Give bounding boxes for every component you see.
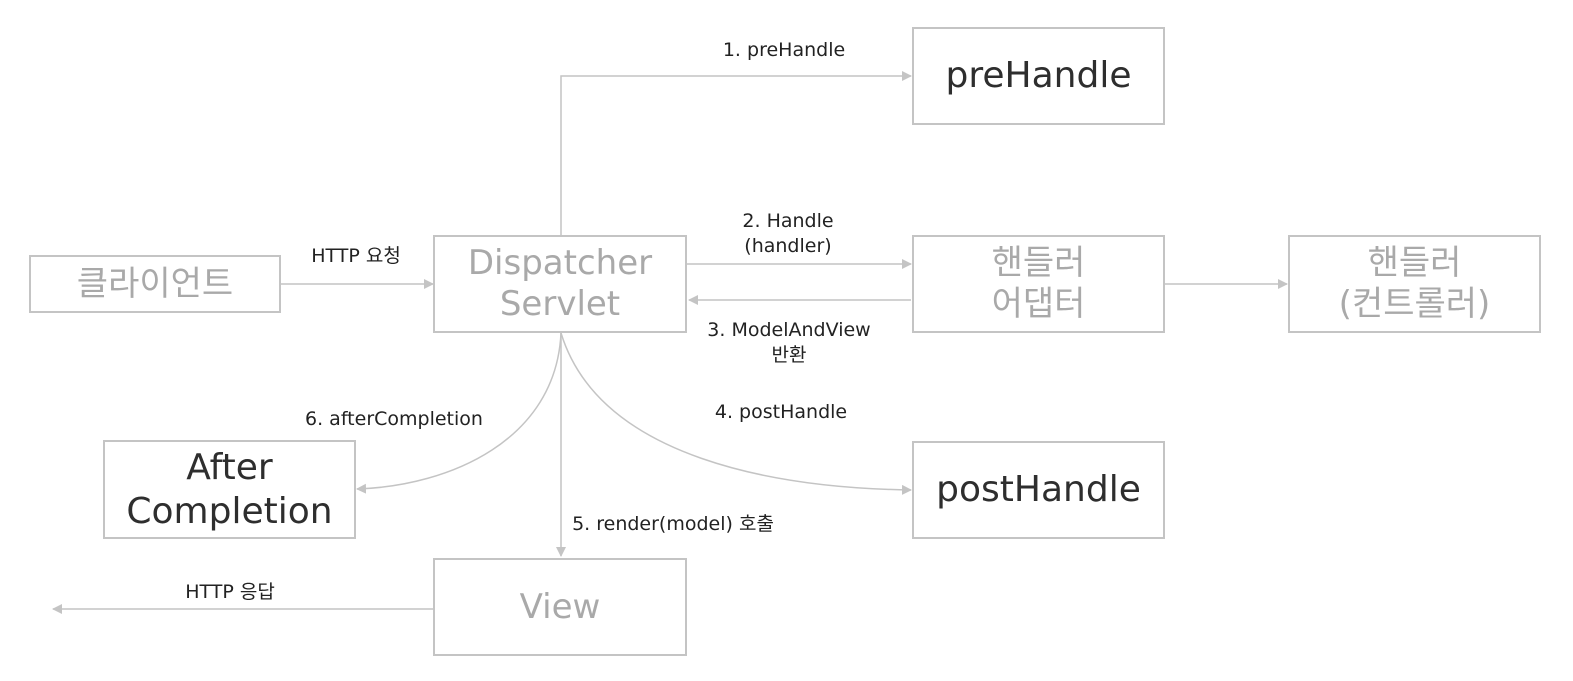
edge-label-posthandle-text: 4. postHandle [714, 401, 848, 423]
edge-label-modelandview-line1: 3. ModelAndView [707, 319, 871, 341]
edge-label-modelandview-line2: 반환 [771, 344, 807, 367]
view-node-label: View [519, 586, 601, 627]
posthandle-node: postHandle [912, 441, 1165, 539]
edge-label-prehandle-text: 1. preHandle [722, 39, 846, 61]
handler-adapter-label-line2: 어댑터 [991, 284, 1086, 324]
edge-label-handle-line2: (handler) [744, 235, 832, 258]
edge-label-handle: 2. Handle (handler) [708, 209, 868, 259]
edge-label-http-response-text: HTTP 응답 [185, 581, 275, 603]
client-node-label: 클라이언트 [76, 263, 234, 304]
edge-label-render: 5. render(model) 호출 [553, 512, 793, 537]
prehandle-node-label: preHandle [945, 55, 1132, 97]
after-completion-label-line2: Completion [126, 490, 333, 532]
dispatcher-servlet-node: Dispatcher Servlet [433, 235, 687, 333]
arrow-dispatcher-to-prehandle [560, 71, 912, 235]
edge-label-http-request: HTTP 요청 [294, 244, 418, 269]
edge-label-http-request-text: HTTP 요청 [311, 245, 401, 267]
edge-label-modelandview: 3. ModelAndView 반환 [688, 318, 890, 368]
handler-controller-label-line1: 핸들러 [1367, 243, 1462, 284]
handler-adapter-label-line1: 핸들러 [991, 243, 1086, 284]
edge-label-render-text: 5. render(model) 호출 [572, 513, 774, 535]
edge-label-after-completion-text: 6. afterCompletion [305, 408, 483, 430]
dispatcher-servlet-label-line2: Servlet [499, 284, 621, 324]
after-completion-label-line1: After [186, 447, 273, 489]
edge-label-http-response: HTTP 응답 [168, 580, 292, 605]
dispatcher-servlet-label-line1: Dispatcher [467, 243, 653, 284]
view-node: View [433, 558, 687, 656]
handler-controller-label-line2: (컨트롤러) [1338, 284, 1491, 324]
posthandle-node-label: postHandle [936, 469, 1141, 511]
arrow-dispatcher-to-posthandle [560, 332, 912, 495]
prehandle-node: preHandle [912, 27, 1165, 125]
handler-controller-node: 핸들러 (컨트롤러) [1288, 235, 1541, 333]
edge-label-handle-line1: 2. Handle [742, 210, 834, 232]
edge-label-posthandle: 4. postHandle [700, 400, 862, 425]
after-completion-node: After Completion [103, 440, 356, 539]
edge-label-after-completion: 6. afterCompletion [288, 407, 500, 432]
client-node: 클라이언트 [29, 255, 281, 313]
handler-adapter-node: 핸들러 어댑터 [912, 235, 1165, 333]
edge-label-prehandle: 1. preHandle [704, 38, 864, 63]
arrow-dispatcher-to-after-completion [356, 332, 562, 494]
